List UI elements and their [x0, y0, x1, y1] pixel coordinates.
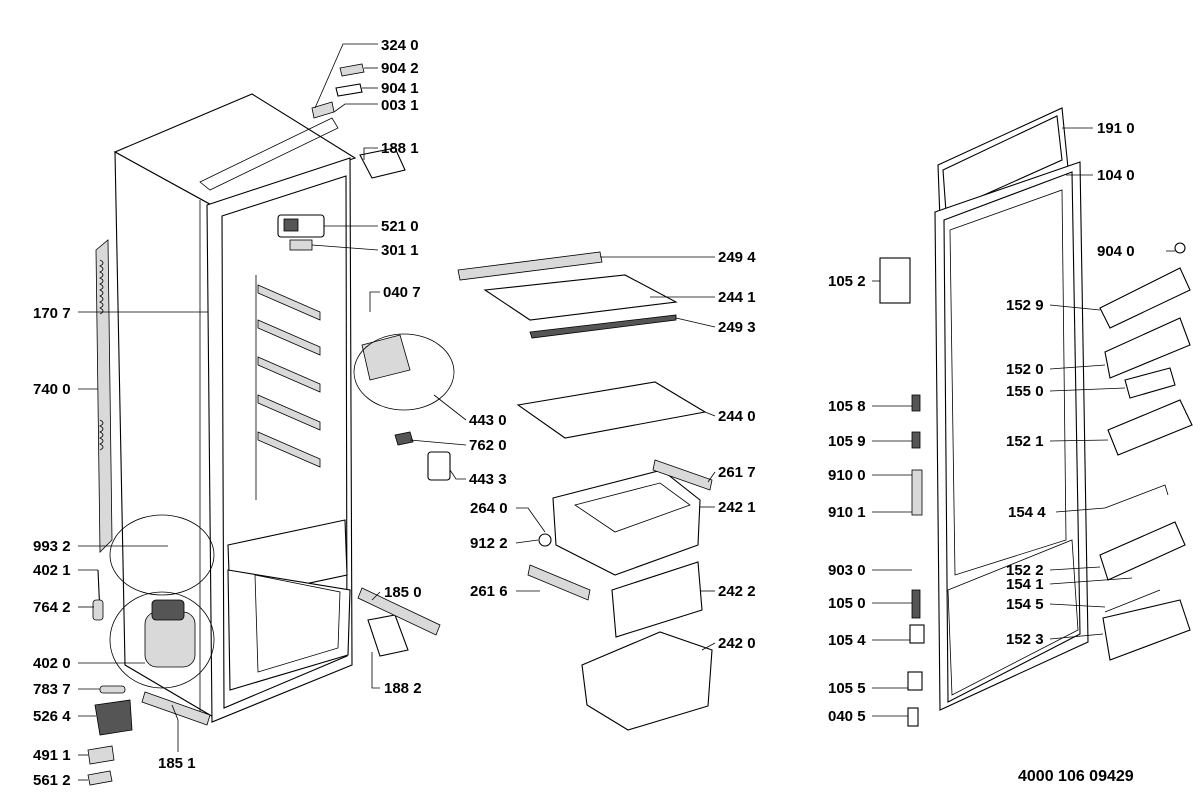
- part-label: 154 5: [1006, 596, 1044, 613]
- part-label: 242 1: [718, 499, 756, 516]
- part-label: 244 0: [718, 408, 756, 425]
- part-label: 249 4: [718, 249, 756, 266]
- part-label: 261 7: [718, 464, 756, 481]
- part-label: 521 0: [381, 218, 419, 235]
- part-label: 762 0: [469, 437, 507, 454]
- part-label: 261 6: [470, 583, 508, 600]
- part-label: 443 3: [469, 471, 507, 488]
- part-label: 249 3: [718, 319, 756, 336]
- part-labels: 324 0 904 2 904 1 003 1 188 1 521 0 301 …: [33, 37, 1135, 789]
- part-label: 526 4: [33, 708, 71, 725]
- part-label: 185 1: [158, 755, 196, 772]
- part-label: 154 1: [1006, 576, 1044, 593]
- part-label: 185 0: [384, 584, 422, 601]
- part-label: 904 1: [381, 80, 419, 97]
- leader-lines: [78, 43, 1175, 781]
- part-label: 244 1: [718, 289, 756, 306]
- part-label: 301 1: [381, 242, 419, 259]
- part-label: 402 0: [33, 655, 71, 672]
- part-label: 912 2: [470, 535, 508, 552]
- part-label: 443 0: [469, 412, 507, 429]
- part-label: 561 2: [33, 772, 71, 789]
- part-label: 152 2: [1006, 562, 1044, 579]
- part-label: 105 2: [828, 273, 866, 290]
- part-label: 105 8: [828, 398, 866, 415]
- part-label: 764 2: [33, 599, 71, 616]
- part-label: 904 2: [381, 60, 419, 77]
- part-label: 904 0: [1097, 243, 1135, 260]
- part-label: 264 0: [470, 500, 508, 517]
- part-label: 105 9: [828, 433, 866, 450]
- part-label: 152 0: [1006, 361, 1044, 378]
- part-label: 903 0: [828, 562, 866, 579]
- part-label: 740 0: [33, 381, 71, 398]
- part-label: 105 4: [828, 632, 866, 649]
- part-label: 993 2: [33, 538, 71, 555]
- part-label: 910 0: [828, 467, 866, 484]
- part-label: 402 1: [33, 562, 71, 579]
- shelves-and-drawers: [353, 251, 713, 731]
- part-label: 152 3: [1006, 631, 1044, 648]
- part-label: 188 1: [381, 140, 419, 157]
- part-label: 040 5: [828, 708, 866, 725]
- part-label: 152 1: [1006, 433, 1044, 450]
- part-label: 910 1: [828, 504, 866, 521]
- part-label: 242 0: [718, 635, 756, 652]
- part-label: 783 7: [33, 681, 71, 698]
- part-label: 188 2: [384, 680, 422, 697]
- part-label: 040 7: [383, 284, 421, 301]
- part-label: 154 4: [1008, 504, 1046, 521]
- door: [879, 107, 1193, 727]
- document-number: 4000 106 09429: [1018, 768, 1134, 785]
- part-label: 155 0: [1006, 383, 1044, 400]
- part-label: 191 0: [1097, 120, 1135, 137]
- part-label: 242 2: [718, 583, 756, 600]
- part-label: 105 0: [828, 595, 866, 612]
- part-label: 104 0: [1097, 167, 1135, 184]
- part-label: 003 1: [381, 97, 419, 114]
- part-label: 324 0: [381, 37, 419, 54]
- part-label: 170 7: [33, 305, 71, 322]
- part-label: 491 1: [33, 747, 71, 764]
- top-brackets: [311, 63, 441, 657]
- cabinet: [87, 93, 357, 786]
- part-label: 105 5: [828, 680, 866, 697]
- part-label: 152 9: [1006, 297, 1044, 314]
